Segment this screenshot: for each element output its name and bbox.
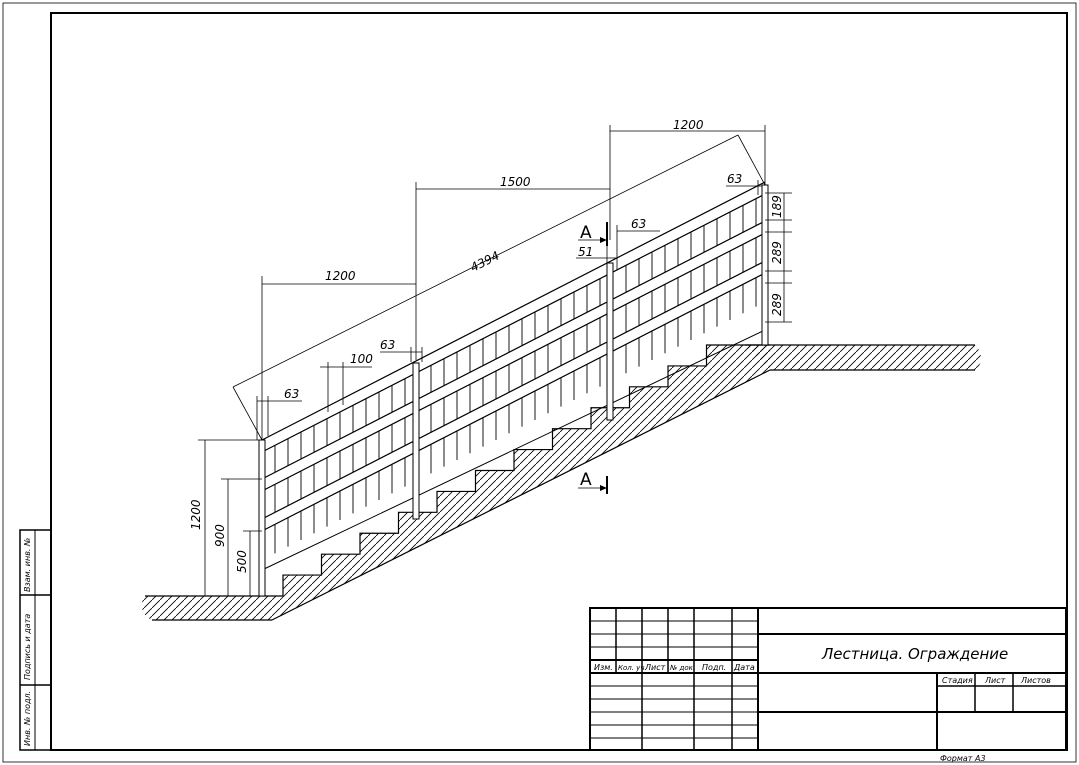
dim-51: 51 bbox=[578, 245, 593, 259]
rail-2-bottom bbox=[261, 232, 766, 492]
dim-post-63-left: 63 bbox=[284, 387, 299, 401]
stair-steps bbox=[282, 344, 770, 596]
dim-post-63-mid2: 63 bbox=[631, 217, 646, 231]
section-mark-bottom: А bbox=[580, 470, 592, 490]
title-block bbox=[589, 607, 1067, 751]
section-mark-top: А bbox=[580, 223, 592, 243]
post-3 bbox=[606, 262, 614, 421]
dim-post-63-mid1: 63 bbox=[380, 338, 395, 352]
stamp-label-3: Инв. № подл. bbox=[23, 691, 32, 746]
dim-h-1200: 1200 bbox=[189, 499, 203, 530]
rail-1-top bbox=[261, 181, 766, 441]
post-1 bbox=[258, 439, 266, 597]
floor-upper-edge bbox=[745, 344, 975, 371]
dim-1200-right: 1200 bbox=[673, 118, 704, 132]
stamp-label-1: Взам. инв. № bbox=[23, 538, 32, 592]
rail-2-top bbox=[261, 220, 766, 480]
post-2 bbox=[412, 362, 420, 520]
stamp-label-2: Подпись и дата bbox=[23, 614, 32, 680]
col-n-dok: № док. bbox=[669, 664, 695, 672]
infill-bottom bbox=[261, 329, 766, 571]
stair-slab-hatch bbox=[272, 345, 770, 620]
inner-frame bbox=[50, 12, 1068, 751]
dim-r-189: 189 bbox=[770, 195, 784, 218]
railing bbox=[258, 181, 769, 597]
sheet-label: Лист bbox=[984, 676, 1006, 685]
floor-upper-hatch bbox=[745, 345, 981, 370]
format-label: Формат А3 bbox=[940, 754, 986, 763]
col-podp: Подп. bbox=[702, 663, 726, 672]
rail-3-top bbox=[261, 260, 766, 520]
stage-label: Стадия bbox=[942, 676, 973, 685]
dimension-lines bbox=[198, 125, 792, 596]
dim-r-289-b: 289 bbox=[770, 293, 784, 316]
col-izm: Изм. bbox=[594, 663, 613, 672]
dim-r-289-a: 289 bbox=[770, 241, 784, 264]
dim-1200-left: 1200 bbox=[325, 269, 356, 283]
side-stamp bbox=[19, 529, 52, 751]
dim-h-900: 900 bbox=[213, 524, 227, 547]
drawing-title: Лестница. Ограждение bbox=[821, 645, 1008, 663]
dim-post-63-right: 63 bbox=[727, 172, 742, 186]
col-list: Лист bbox=[644, 663, 666, 672]
dim-1500: 1500 bbox=[500, 175, 531, 189]
stair-soffit bbox=[271, 369, 771, 621]
dim-h-500: 500 bbox=[235, 550, 249, 573]
dim-4394: 4394 bbox=[468, 249, 502, 275]
dim-baluster-100: 100 bbox=[350, 352, 373, 366]
rail-1-bottom bbox=[261, 193, 766, 453]
dimension-arrows bbox=[600, 237, 607, 491]
sheets-label: Листов bbox=[1020, 676, 1051, 685]
floor-lower-hatch bbox=[141, 596, 283, 620]
rail-3-bottom bbox=[261, 272, 766, 532]
col-data: Дата bbox=[733, 663, 755, 672]
col-kol-uch: Кол. уч. bbox=[618, 664, 647, 672]
post-4 bbox=[761, 184, 769, 346]
